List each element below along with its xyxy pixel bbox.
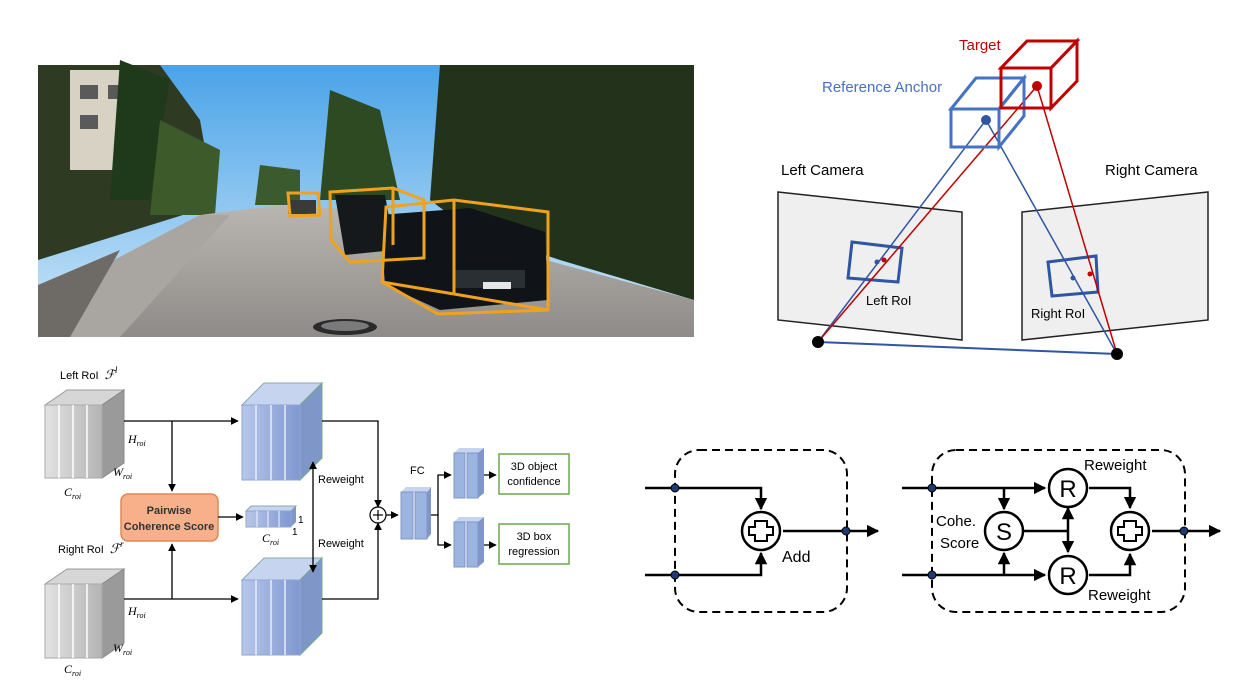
right-roi-label: Right RoI bbox=[1031, 306, 1085, 321]
score-node bbox=[983, 510, 1025, 552]
left-roi-box bbox=[846, 240, 904, 284]
reweight-node-top bbox=[1047, 467, 1089, 509]
output-confidence-line1: 3D object bbox=[511, 461, 557, 473]
right-camera-plane bbox=[1021, 191, 1209, 341]
r-symbol-top: R bbox=[1059, 476, 1076, 503]
c-roi-top: Croi bbox=[64, 485, 81, 501]
reference-anchor-label: Reference Anchor bbox=[822, 79, 942, 96]
dim-one-b: 1 bbox=[292, 527, 298, 538]
w-roi-top: Wroi bbox=[113, 465, 132, 481]
s-symbol: S bbox=[996, 519, 1012, 546]
pairwise-label-line2: Coherence Score bbox=[124, 521, 214, 533]
output-confidence-box bbox=[498, 453, 570, 495]
left-roi-title: Left RoI ℱl bbox=[60, 365, 118, 382]
reweight-top-block-label: Reweight bbox=[1084, 457, 1147, 474]
fc-layer bbox=[400, 487, 431, 540]
right-camera-label: Right Camera bbox=[1105, 162, 1198, 179]
h-roi-top: Hroi bbox=[127, 432, 146, 448]
pairwise-label-line1: Pairwise bbox=[147, 505, 192, 517]
output-regression-line2: regression bbox=[508, 546, 559, 558]
left-camera-plane bbox=[777, 191, 963, 341]
r-symbol-bottom: R bbox=[1059, 563, 1076, 590]
target-cube bbox=[997, 37, 1081, 112]
reweighted-right-feature-stack bbox=[240, 556, 324, 657]
reweight-bottom-block-label: Reweight bbox=[1088, 587, 1151, 604]
coherence-score-vector bbox=[244, 505, 298, 528]
right-roi-feature-stack bbox=[43, 568, 126, 659]
c-roi-bottom: Croi bbox=[64, 662, 81, 678]
network-diagram: Pairwise Coherence Score bbox=[43, 365, 570, 678]
pairwise-coherence-score-box bbox=[120, 493, 219, 542]
left-roi-feature-stack bbox=[43, 389, 126, 479]
h-roi-bottom: Hroi bbox=[127, 604, 146, 620]
street-photo bbox=[38, 60, 694, 337]
reweight-top-label: Reweight bbox=[318, 474, 364, 486]
add-label: Add bbox=[782, 549, 810, 566]
target-label: Target bbox=[959, 37, 1002, 54]
fc-label: FC bbox=[410, 465, 425, 477]
reweight-node-bottom bbox=[1047, 554, 1089, 596]
output-regression-box bbox=[498, 523, 570, 565]
coherence-block: S R R Reweight Reweight Cohe. Score bbox=[902, 449, 1222, 613]
fc-head-confidence bbox=[453, 448, 484, 499]
camera-geometry-diagram: Target Reference Anchor Left Camera Righ… bbox=[777, 37, 1209, 360]
c-roi-vector: Croi bbox=[262, 531, 279, 547]
dim-one-a: 1 bbox=[298, 515, 304, 526]
add-block: Add bbox=[645, 449, 880, 613]
left-camera-label: Left Camera bbox=[781, 162, 864, 179]
w-roi-bottom: Wroi bbox=[113, 641, 132, 657]
fc-head-regression bbox=[453, 517, 484, 568]
reweight-bottom-label: Reweight bbox=[318, 538, 364, 550]
cohe-label-line1: Cohe. bbox=[936, 513, 976, 530]
reference-anchor-cube bbox=[947, 73, 1028, 152]
sum-node bbox=[369, 506, 387, 524]
right-roi-title: Right RoI ℱr bbox=[58, 539, 124, 556]
output-regression-line1: 3D box bbox=[517, 531, 552, 543]
cohe-label-line2: Score bbox=[940, 535, 979, 552]
output-confidence-line2: confidence bbox=[507, 476, 560, 488]
reweighted-left-feature-stack bbox=[240, 381, 324, 482]
left-roi-label: Left RoI bbox=[866, 293, 912, 308]
detection-boxes bbox=[286, 186, 550, 316]
